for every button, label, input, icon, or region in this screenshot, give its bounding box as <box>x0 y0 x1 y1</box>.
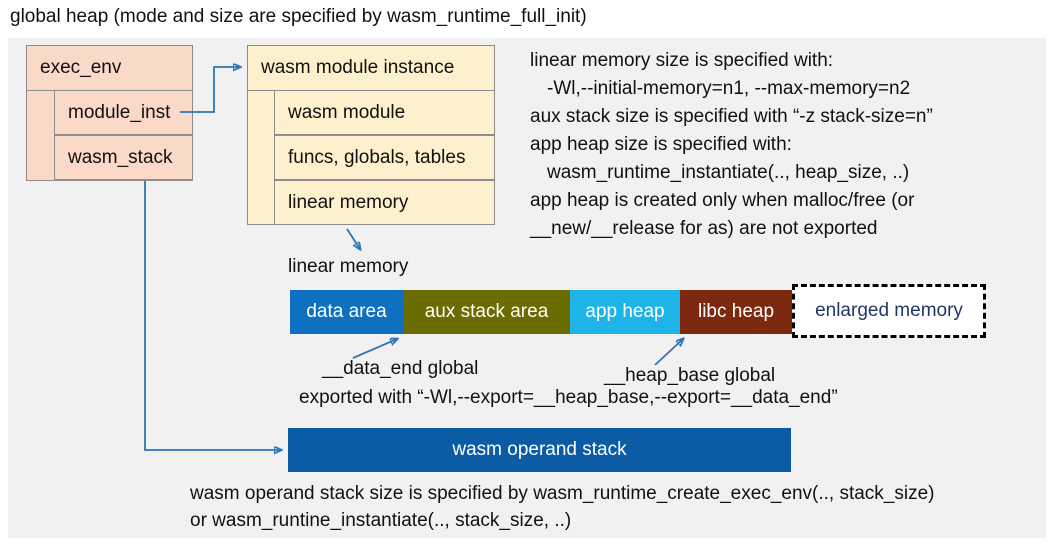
data-end-global-label: __data_end global <box>322 358 479 379</box>
segment-libc-heap: libc heap <box>680 290 792 334</box>
operand-stack-size-note: wasm operand stack size is specified by … <box>190 480 935 534</box>
exec-env-field-wasm-stack: wasm_stack <box>54 135 193 180</box>
linear-memory-bar: data area aux stack area app heap libc h… <box>290 290 792 334</box>
heap-base-global-label: __heap_base global <box>604 365 776 386</box>
module-instance-field-linear-memory: linear memory <box>274 180 495 225</box>
module-instance-field-funcs-globals-tables: funcs, globals, tables <box>274 135 495 180</box>
memory-size-notes: linear memory size is specified with: -W… <box>530 47 933 243</box>
note-line: __new/__release for as) are not exported <box>530 218 878 239</box>
exec-env-field-module-inst: module_inst <box>54 90 193 135</box>
module-instance-field-wasm-module: wasm module <box>274 90 495 135</box>
note-line: linear memory size is specified with: <box>530 50 834 71</box>
note-line: aux stack size is specified with “-z sta… <box>530 106 933 127</box>
wasm-operand-stack-box: wasm operand stack <box>288 428 791 472</box>
diagram-title: global heap (mode and size are specified… <box>10 6 587 27</box>
note-line: app heap is created only when malloc/fre… <box>530 190 915 211</box>
note-line: app heap size is specified with: <box>530 134 792 155</box>
wasm-module-instance-box: wasm module instance wasm module funcs, … <box>247 45 495 225</box>
exec-env-box: exec_env module_inst wasm_stack <box>26 45 193 181</box>
note-line: -Wl,--initial-memory=n1, --max-memory=n2 <box>547 78 911 99</box>
segment-data-area: data area <box>290 290 403 334</box>
linear-memory-label: linear memory <box>288 256 409 277</box>
footer-line: wasm operand stack size is specified by … <box>190 483 935 504</box>
exec-env-title: exec_env <box>27 46 192 91</box>
note-line: wasm_runtime_instantiate(.., heap_size, … <box>547 162 910 183</box>
footer-line: or wasm_runtine_instantiate(.., stack_si… <box>190 510 572 531</box>
export-flags-note: exported with “-Wl,--export=__heap_base,… <box>299 387 838 408</box>
segment-enlarged-memory: enlarged memory <box>792 284 986 338</box>
segment-app-heap: app heap <box>570 290 680 334</box>
segment-aux-stack-area: aux stack area <box>403 290 570 334</box>
wasm-module-instance-title: wasm module instance <box>248 46 494 91</box>
